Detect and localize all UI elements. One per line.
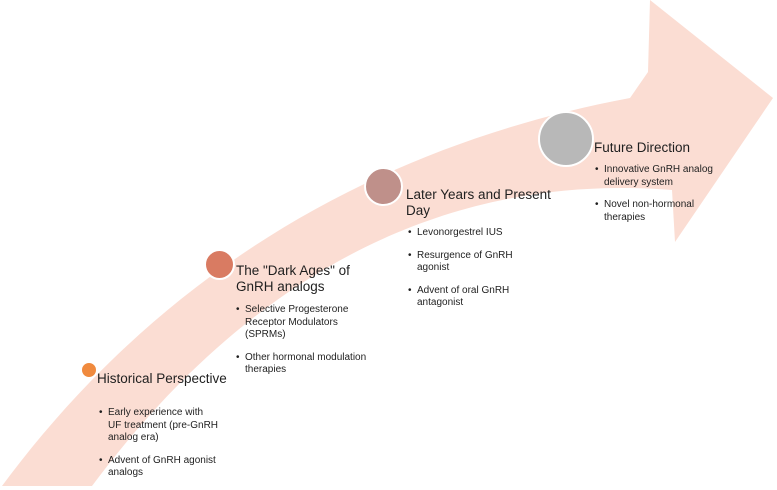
stage-marker-historical <box>80 361 98 379</box>
stage-bullet: Selective Progesterone Receptor Modulato… <box>236 304 376 342</box>
stage-title-dark-ages: The "Dark Ages" of GnRH analogs <box>236 263 350 294</box>
stage-bullet: Resurgence of GnRH agonist <box>408 250 518 275</box>
stage-bullet: Early experience with UF treatment (pre-… <box>99 407 219 445</box>
stage-bullets-dark-ages: Selective Progesterone Receptor Modulato… <box>236 304 376 387</box>
stage-title-historical: Historical Perspective <box>97 371 227 386</box>
stage-title-present-day: Later Years and Present Day <box>406 187 551 218</box>
stage-bullet: Advent of GnRH agonist analogs <box>99 455 219 480</box>
stage-marker-present-day <box>364 167 403 206</box>
stage-marker-dark-ages <box>204 249 235 280</box>
stage-bullets-future: Innovative GnRH analog delivery system N… <box>595 164 735 234</box>
stage-marker-future <box>538 111 594 167</box>
stage-bullets-present-day: Levonorgestrel IUS Resurgence of GnRH ag… <box>408 227 518 320</box>
stage-bullet: Other hormonal modulation therapies <box>236 352 376 377</box>
stage-bullet: Advent of oral GnRH antagonist <box>408 285 518 310</box>
stage-bullets-historical: Early experience with UF treatment (pre-… <box>99 407 219 490</box>
stage-bullet: Novel non-hormonal therapies <box>595 199 735 224</box>
stage-bullet: Innovative GnRH analog delivery system <box>595 164 735 189</box>
stage-bullet: Levonorgestrel IUS <box>408 227 518 240</box>
stage-title-future: Future Direction <box>594 140 691 155</box>
